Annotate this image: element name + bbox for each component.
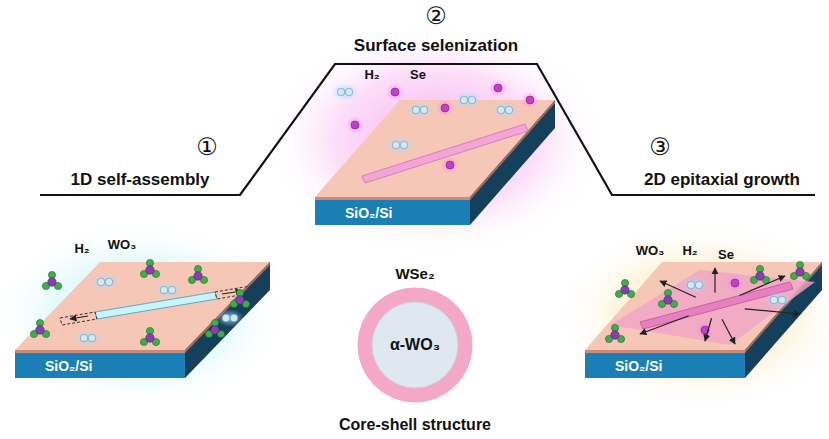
substrate-front: SiO₂/Si <box>315 200 470 225</box>
wo3-molecule <box>750 265 769 283</box>
h2-molecule <box>216 309 244 327</box>
wse2-shell: WSe₂α-WO₃ <box>357 287 473 403</box>
step-number: ② <box>425 2 447 30</box>
h2-molecule <box>331 83 359 101</box>
step-title: 2D epitaxial growth <box>644 170 800 190</box>
h2-molecule <box>91 273 119 291</box>
substrate-label: SiO₂/Si <box>45 358 92 374</box>
growth-arrow <box>640 316 689 334</box>
step-number: ① <box>196 133 218 161</box>
substrate-label: SiO₂/Si <box>345 205 392 221</box>
step-title: 1D self-assembly <box>71 170 210 190</box>
shell-label: WSe₂ <box>395 265 434 282</box>
species-label: H₂ <box>682 243 697 258</box>
step-title: Surface selenization <box>354 36 518 56</box>
substrate-label: SiO₂/Si <box>615 358 662 374</box>
wo3-molecule <box>790 261 809 279</box>
species-label: H₂ <box>364 67 379 82</box>
species-label: Se <box>718 247 734 262</box>
se-atom <box>436 99 454 117</box>
se-atom <box>696 321 714 339</box>
se-atom <box>489 79 507 97</box>
h2-molecule <box>74 329 102 347</box>
growth-arrow <box>714 268 715 293</box>
core-label: α-WO₃ <box>390 336 440 354</box>
caption-label: Core-shell structure <box>339 416 491 434</box>
wo3-molecule <box>140 327 159 345</box>
se-atom <box>441 156 459 174</box>
growth-arrow <box>745 309 800 314</box>
species-label: WO₃ <box>108 237 136 252</box>
wo3-molecule <box>140 259 159 277</box>
wo3-molecule <box>605 324 624 342</box>
wo3-molecule <box>615 279 634 297</box>
growth-arrow <box>740 276 786 296</box>
species-label: H₂ <box>74 241 89 256</box>
wo3-core: α-WO₃ <box>371 301 459 389</box>
h2-molecule <box>454 91 482 109</box>
wo3-molecule <box>658 289 677 307</box>
wo3-molecule <box>42 271 61 289</box>
se-atom <box>521 91 539 109</box>
wo3-molecule <box>30 319 49 337</box>
h2-molecule <box>406 101 434 119</box>
substrate-front: SiO₂/Si <box>15 353 185 378</box>
h2-molecule <box>491 101 519 119</box>
wo3-molecule <box>230 289 249 307</box>
growth-arrow <box>722 319 735 344</box>
h2-molecule <box>681 276 709 294</box>
growth-arrow <box>705 318 712 341</box>
species-label: WO₃ <box>636 243 664 258</box>
se-atom <box>346 116 364 134</box>
substrate-front: SiO₂/Si <box>585 353 745 378</box>
se-atom <box>386 83 404 101</box>
step-number: ③ <box>649 133 671 161</box>
growth-arrow <box>660 281 696 297</box>
species-label: Se <box>410 67 426 82</box>
h2-molecule <box>386 136 414 154</box>
h2-molecule <box>154 281 182 299</box>
h2-molecule <box>764 291 792 309</box>
se-atom <box>726 274 744 292</box>
wo3-molecule <box>188 265 207 283</box>
